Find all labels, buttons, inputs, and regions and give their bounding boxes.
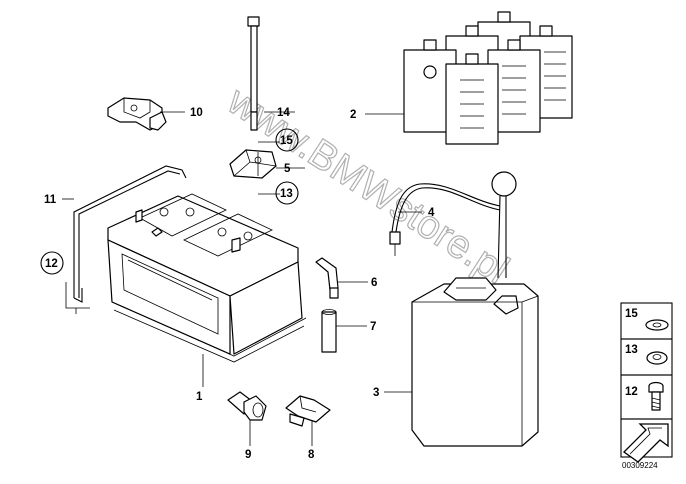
callout-13: 13: [280, 188, 293, 200]
battery-part: [107, 193, 307, 363]
callout-circle-15: [275, 128, 299, 152]
legend-label-12: 12: [625, 386, 638, 398]
vent-hose-part: [321, 309, 337, 353]
callout-10: 10: [190, 107, 203, 119]
electrolyte-canisters-part: [403, 11, 573, 145]
callout-5: 5: [284, 163, 291, 175]
callout-8: 8: [308, 449, 315, 461]
clip-part: [285, 395, 331, 427]
callout-9: 9: [245, 449, 251, 461]
plug-part: [227, 391, 267, 421]
bolt-part: [247, 16, 260, 131]
callout-3: 3: [373, 387, 379, 399]
callout-12: 12: [45, 258, 58, 270]
spring-washer-icon: [646, 351, 668, 365]
callout-4: 4: [428, 207, 435, 219]
jerrycan-part: [411, 277, 539, 447]
leader-lines: [62, 111, 422, 446]
clamp-cap-part: [107, 97, 167, 131]
direction-arrow-icon: [622, 423, 669, 463]
battery-strap-part: [65, 165, 187, 314]
callout-circle-13: [275, 181, 299, 205]
callout-7: 7: [370, 321, 376, 333]
legend-label-13: 13: [625, 344, 638, 356]
callout-1: 1: [196, 391, 203, 403]
fastener-legend: 15 13 12: [620, 302, 673, 463]
washer-icon: [645, 319, 669, 331]
callout-2: 2: [350, 109, 356, 121]
vent-elbow-part: [315, 257, 339, 299]
diagram-number: 00309224: [622, 461, 658, 470]
callout-6: 6: [371, 277, 377, 289]
callout-11: 11: [44, 194, 57, 206]
bolt-icon: [648, 381, 664, 411]
callout-15: 15: [280, 135, 293, 147]
callout-circle-12: [40, 251, 64, 275]
legend-label-15: 15: [625, 308, 638, 320]
hold-down-bracket-part: [229, 149, 277, 179]
filling-hose-part: [389, 171, 517, 279]
callout-14: 14: [277, 107, 290, 119]
